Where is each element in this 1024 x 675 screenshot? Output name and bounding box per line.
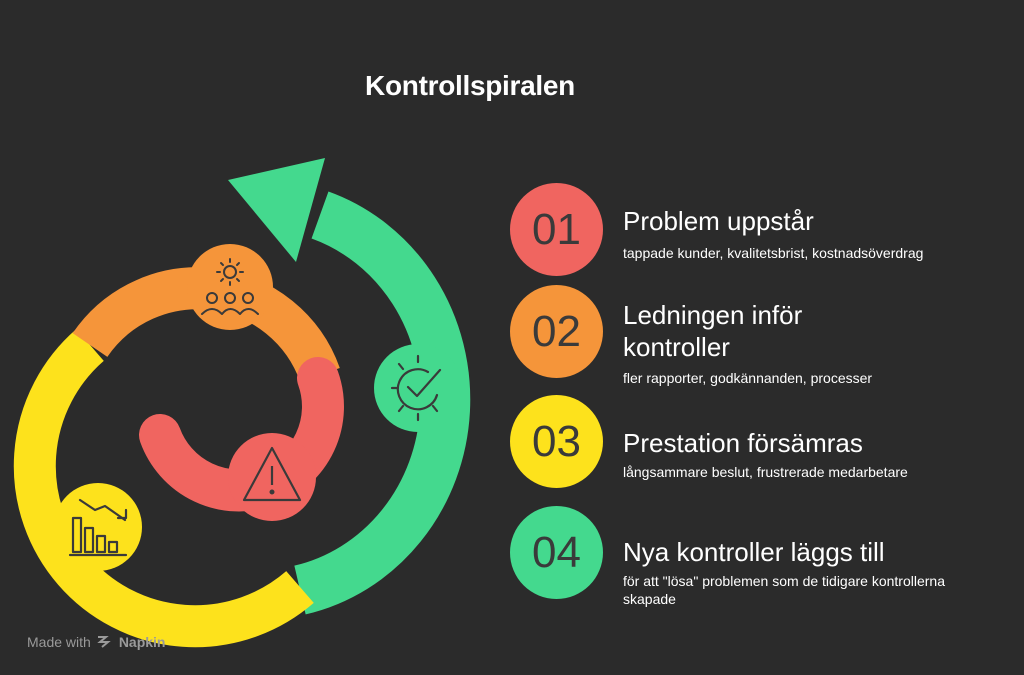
step-title-02: Ledningen inför kontroller bbox=[623, 300, 803, 362]
step-desc-03: långsammare beslut, frustrerade medarbet… bbox=[623, 464, 908, 480]
napkin-logo-icon bbox=[97, 636, 111, 648]
step-badge-03: 03 bbox=[510, 395, 603, 488]
step-02: 02 Ledningen inför kontroller fler rappo… bbox=[510, 285, 1010, 386]
made-with-label: Made with bbox=[27, 634, 91, 650]
icon-circle-orange bbox=[187, 244, 273, 330]
gear-people-icon bbox=[201, 258, 259, 315]
step-desc-01: tappade kunder, kvalitetsbrist, kostnads… bbox=[623, 245, 924, 261]
icon-circle-green bbox=[374, 344, 462, 432]
step-badge-01: 01 bbox=[510, 183, 603, 276]
napkin-brand: Napkin bbox=[118, 634, 166, 650]
spiral-segment-yellow bbox=[13, 329, 314, 648]
step-desc-04: för att "lösa" problemen som de tidigare… bbox=[623, 573, 945, 607]
icon-circle-yellow bbox=[54, 483, 142, 571]
warning-icon bbox=[242, 446, 302, 502]
step-title-03: Prestation försämras bbox=[623, 428, 863, 458]
diagram-title: Kontrollspiralen bbox=[365, 70, 575, 101]
step-badge-02: 02 bbox=[510, 285, 603, 378]
step-01: 01 Problem uppstår tappade kunder, kvali… bbox=[510, 183, 1010, 283]
step-04: 04 Nya kontroller läggs till för att "lö… bbox=[510, 506, 1010, 607]
step-title-01: Problem uppstår bbox=[623, 206, 814, 236]
declining-chart-icon bbox=[68, 498, 128, 557]
step-title-04: Nya kontroller läggs till bbox=[623, 537, 885, 567]
footer-attribution: Made with Napkin bbox=[27, 634, 166, 650]
gear-check-icon bbox=[390, 354, 442, 422]
step-03: 03 Prestation försämras långsammare besl… bbox=[510, 395, 1010, 495]
step-desc-02: fler rapporter, godkännanden, processer bbox=[623, 370, 873, 386]
step-badge-04: 04 bbox=[510, 506, 603, 599]
spiral-arrowhead bbox=[228, 158, 325, 262]
